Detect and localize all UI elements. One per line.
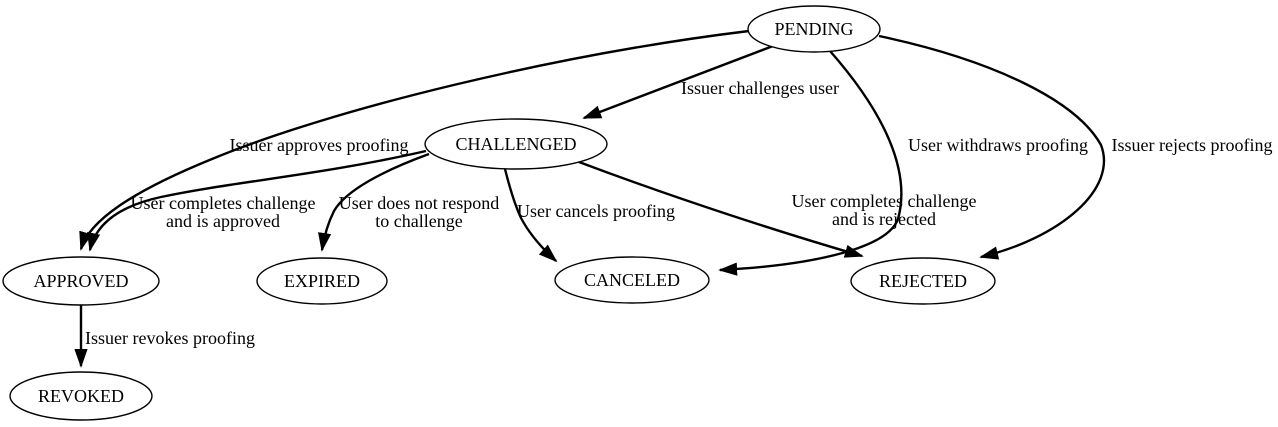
node-ellipse-canceled bbox=[554, 256, 710, 304]
edge-challenged-rejected bbox=[578, 160, 864, 258]
edge-challenged-canceled bbox=[503, 168, 558, 263]
node-ellipse-pending bbox=[747, 5, 881, 53]
node-label-challenged: CHALLENGED bbox=[456, 134, 577, 154]
node-ellipse-approved bbox=[2, 256, 160, 306]
edge-path-pending-rejected bbox=[878, 34, 1106, 260]
node-label-expired: EXPIRED bbox=[284, 271, 360, 291]
edge-label-pending-challenged: Issuer challenges user bbox=[681, 78, 839, 98]
edge-path-pending-canceled bbox=[718, 50, 903, 276]
edge-path-challenged-expired bbox=[318, 152, 430, 252]
edge-label-pending-rejected: Issuer rejects proofing bbox=[1112, 135, 1273, 155]
node-rejected: REJECTED bbox=[850, 257, 996, 305]
edge-path-challenged-canceled bbox=[503, 168, 558, 263]
node-pending: PENDING bbox=[747, 5, 881, 53]
node-canceled: CANCELED bbox=[554, 256, 710, 304]
edge-label-challenged-canceled: User cancels proofing bbox=[517, 201, 675, 221]
edge-pending-challenged bbox=[582, 44, 774, 120]
node-label-pending: PENDING bbox=[775, 19, 854, 39]
node-approved: APPROVED bbox=[2, 256, 160, 306]
edge-path-challenged-rejected bbox=[578, 160, 864, 258]
node-label-revoked: REVOKED bbox=[38, 386, 124, 406]
node-expired: EXPIRED bbox=[256, 257, 388, 305]
node-ellipse-revoked bbox=[9, 371, 153, 421]
edges-layer bbox=[74, 29, 1106, 368]
edge-path-pending-challenged bbox=[582, 44, 774, 120]
node-ellipse-challenged bbox=[424, 118, 608, 170]
nodes-layer: PENDING CHALLENGED APPROVED EXPIRED CANCELED… bbox=[2, 5, 996, 421]
node-revoked: REVOKED bbox=[9, 371, 153, 421]
node-challenged: CHALLENGED bbox=[424, 118, 608, 170]
edge-pending-canceled bbox=[718, 50, 903, 276]
edge-label-pending-canceled: User withdraws proofing bbox=[908, 135, 1088, 155]
node-ellipse-rejected bbox=[850, 257, 996, 305]
node-label-canceled: CANCELED bbox=[584, 270, 680, 290]
node-ellipse-expired bbox=[256, 257, 388, 305]
edge-label-approved-revoked: Issuer revokes proofing bbox=[85, 328, 255, 348]
edge-path-pending-approved bbox=[79, 29, 750, 251]
edge-pending-approved bbox=[79, 29, 750, 251]
edge-label-pending-approved: Issuer approves proofing bbox=[230, 135, 409, 155]
node-label-approved: APPROVED bbox=[33, 271, 128, 291]
edge-challenged-expired bbox=[318, 152, 430, 252]
node-label-rejected: REJECTED bbox=[879, 271, 967, 291]
edge-pending-rejected bbox=[878, 34, 1106, 260]
edge-challenged-approved bbox=[87, 149, 427, 252]
edge-path-challenged-approved bbox=[87, 149, 427, 252]
